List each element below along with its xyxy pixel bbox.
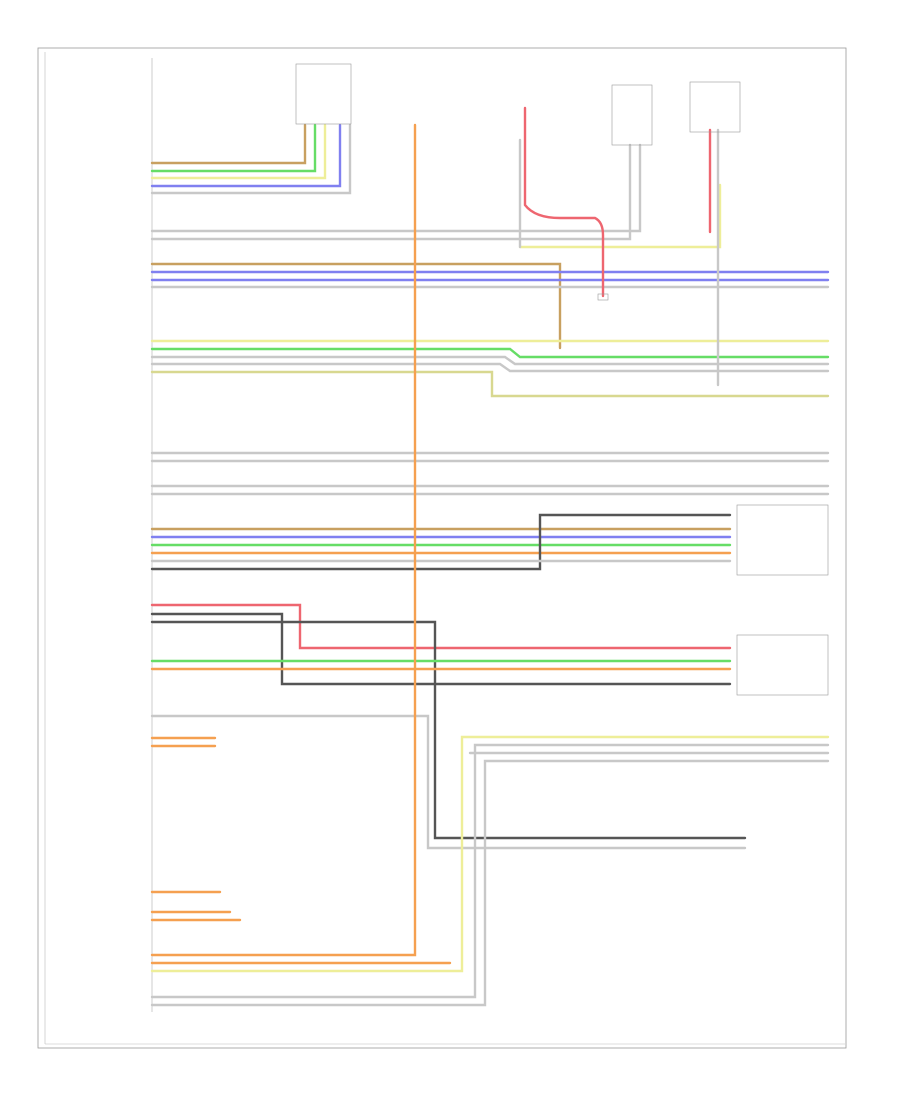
wire-gray-3 — [150, 143, 632, 241]
component-box-5 — [736, 634, 829, 696]
wire-black-2 — [150, 612, 732, 686]
wires — [150, 106, 830, 1007]
outer-frame — [37, 47, 847, 1049]
diagram-frame — [37, 47, 847, 1049]
wire-gray-6 — [150, 362, 830, 373]
wire-yellow-4 — [150, 735, 830, 973]
wire-green-2 — [150, 347, 830, 359]
ground-symbol — [597, 293, 609, 301]
wire-green-1 — [150, 123, 317, 173]
component-box-2 — [611, 84, 653, 146]
wire-gray-2 — [150, 143, 642, 233]
wire-gray-13 — [150, 743, 830, 999]
component-boxes — [295, 63, 829, 696]
wire-olive-1 — [150, 370, 830, 398]
wire-gray-5 — [150, 355, 830, 366]
component-box-3 — [689, 81, 741, 133]
wire-gray-12 — [150, 714, 747, 850]
wire-gray-1 — [150, 123, 352, 195]
wire-red-2 — [523, 106, 605, 298]
wire-orange-8 — [150, 123, 417, 957]
wire-yellow-1 — [150, 123, 327, 180]
wire-brown-2 — [150, 262, 562, 350]
wire-yellow-2 — [518, 183, 722, 249]
wire-black-3 — [150, 620, 747, 840]
wire-gray-14 — [150, 759, 830, 1007]
wire-blue-1 — [150, 123, 342, 188]
wire-brown-1 — [150, 123, 307, 165]
wire-black-1 — [150, 513, 732, 571]
component-box-1 — [295, 63, 352, 125]
wire-red-1 — [150, 603, 732, 650]
component-box-4 — [736, 504, 829, 576]
